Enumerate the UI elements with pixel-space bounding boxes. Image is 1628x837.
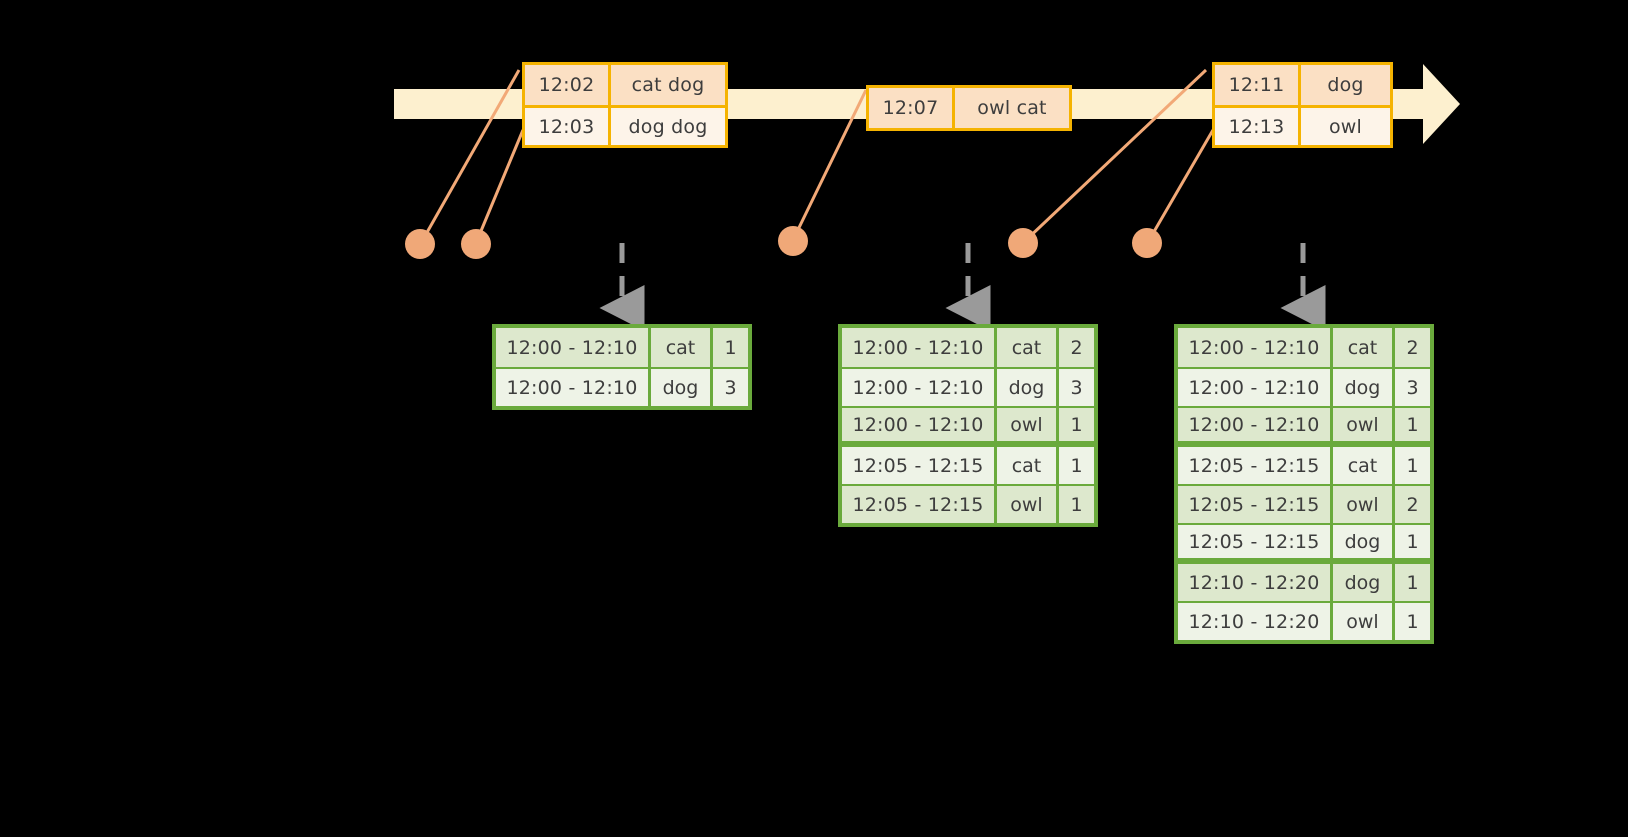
event-row: 12:13 owl xyxy=(1215,105,1390,145)
event-payload: dog xyxy=(1327,74,1364,96)
window-range: 12:05 - 12:15 xyxy=(1178,525,1333,558)
table-row: 12:00 - 12:10 cat 2 xyxy=(1178,328,1430,367)
window-count: 2 xyxy=(1406,336,1419,359)
table-row: 12:05 - 12:15 owl 1 xyxy=(842,484,1094,523)
window-count: 3 xyxy=(1070,376,1083,399)
window-range: 12:05 - 12:15 xyxy=(842,447,997,484)
window-key: owl xyxy=(1333,486,1395,523)
window-key: dog xyxy=(1333,564,1395,601)
table-row: 12:00 - 12:10 owl 1 xyxy=(1178,406,1430,445)
window-count: 1 xyxy=(724,336,737,359)
table-row: 12:10 - 12:20 owl 1 xyxy=(1178,601,1430,640)
event-dot-4 xyxy=(1008,228,1038,258)
event-row: 12:07 owl cat xyxy=(869,88,1069,128)
window-key: dog xyxy=(1333,525,1395,558)
event-row: 12:11 dog xyxy=(1215,65,1390,105)
window-count: 1 xyxy=(1406,610,1419,633)
window-count: 3 xyxy=(724,376,737,399)
event-time: 12:13 xyxy=(1215,108,1301,145)
window-key: owl xyxy=(997,486,1059,523)
window-key: owl xyxy=(1333,408,1395,441)
window-range: 12:00 - 12:10 xyxy=(1178,408,1333,441)
window-count: 2 xyxy=(1406,493,1419,516)
window-count: 1 xyxy=(1406,530,1419,553)
event-box-3[interactable]: 12:11 dog 12:13 owl xyxy=(1212,62,1393,148)
window-range: 12:00 - 12:10 xyxy=(1178,328,1333,367)
window-range: 12:05 - 12:15 xyxy=(1178,486,1333,523)
event-payload: owl cat xyxy=(977,97,1047,119)
window-count: 1 xyxy=(1070,493,1083,516)
table-row: 12:05 - 12:15 cat 1 xyxy=(842,445,1094,484)
window-range: 12:05 - 12:15 xyxy=(842,486,997,523)
table-row: 12:05 - 12:15 dog 1 xyxy=(1178,523,1430,562)
window-table-3[interactable]: 12:00 - 12:10 cat 2 12:00 - 12:10 dog 3 … xyxy=(1174,324,1434,644)
event-box-1[interactable]: 12:02 cat dog 12:03 dog dog xyxy=(522,62,728,148)
table-row: 12:00 - 12:10 owl 1 xyxy=(842,406,1094,445)
event-row: 12:03 dog dog xyxy=(525,105,725,145)
window-count: 3 xyxy=(1406,376,1419,399)
window-key: owl xyxy=(1333,603,1395,640)
event-dot-3 xyxy=(778,226,808,256)
window-range: 12:05 - 12:15 xyxy=(1178,447,1333,484)
window-key: owl xyxy=(997,408,1059,441)
event-marker-dots xyxy=(405,226,1162,259)
window-range: 12:00 - 12:10 xyxy=(496,369,651,406)
event-box-2[interactable]: 12:07 owl cat xyxy=(866,85,1072,131)
window-count: 1 xyxy=(1406,571,1419,594)
table-row: 12:00 - 12:10 cat 1 xyxy=(496,328,748,367)
window-range: 12:00 - 12:10 xyxy=(842,328,997,367)
table-row: 12:05 - 12:15 cat 1 xyxy=(1178,445,1430,484)
event-time: 12:03 xyxy=(525,108,611,145)
window-range: 12:10 - 12:20 xyxy=(1178,603,1333,640)
window-count: 1 xyxy=(1406,413,1419,436)
window-table-1[interactable]: 12:00 - 12:10 cat 1 12:00 - 12:10 dog 3 xyxy=(492,324,752,410)
window-count: 1 xyxy=(1070,454,1083,477)
event-time: 12:02 xyxy=(525,65,611,105)
table-row: 12:05 - 12:15 owl 2 xyxy=(1178,484,1430,523)
window-count: 2 xyxy=(1070,336,1083,359)
window-count: 1 xyxy=(1406,454,1419,477)
event-row: 12:02 cat dog xyxy=(525,65,725,105)
event-dot-2 xyxy=(461,229,491,259)
window-count: 1 xyxy=(1070,413,1083,436)
window-key: dog xyxy=(997,369,1059,406)
window-range: 12:00 - 12:10 xyxy=(842,408,997,441)
table-row: 12:00 - 12:10 cat 2 xyxy=(842,328,1094,367)
state-update-arrows xyxy=(599,243,1326,332)
window-key: cat xyxy=(651,328,713,367)
event-dot-1 xyxy=(405,229,435,259)
window-range: 12:00 - 12:10 xyxy=(496,328,651,367)
event-dot-5 xyxy=(1132,228,1162,258)
event-payload: owl xyxy=(1328,115,1363,138)
window-table-2[interactable]: 12:00 - 12:10 cat 2 12:00 - 12:10 dog 3 … xyxy=(838,324,1098,527)
event-time: 12:07 xyxy=(869,88,955,128)
event-payload: dog dog xyxy=(628,115,708,138)
window-range: 12:10 - 12:20 xyxy=(1178,564,1333,601)
window-key: dog xyxy=(651,369,713,406)
table-row: 12:00 - 12:10 dog 3 xyxy=(1178,367,1430,406)
window-key: cat xyxy=(1333,447,1395,484)
window-key: cat xyxy=(997,447,1059,484)
event-time: 12:11 xyxy=(1215,65,1301,105)
table-row: 12:00 - 12:10 dog 3 xyxy=(496,367,748,406)
table-row: 12:10 - 12:20 dog 1 xyxy=(1178,562,1430,601)
window-key: dog xyxy=(1333,369,1395,406)
window-range: 12:00 - 12:10 xyxy=(842,369,997,406)
event-payload: cat dog xyxy=(631,74,705,96)
window-key: cat xyxy=(1333,328,1395,367)
window-key: cat xyxy=(997,328,1059,367)
table-row: 12:00 - 12:10 dog 3 xyxy=(842,367,1094,406)
window-range: 12:00 - 12:10 xyxy=(1178,369,1333,406)
